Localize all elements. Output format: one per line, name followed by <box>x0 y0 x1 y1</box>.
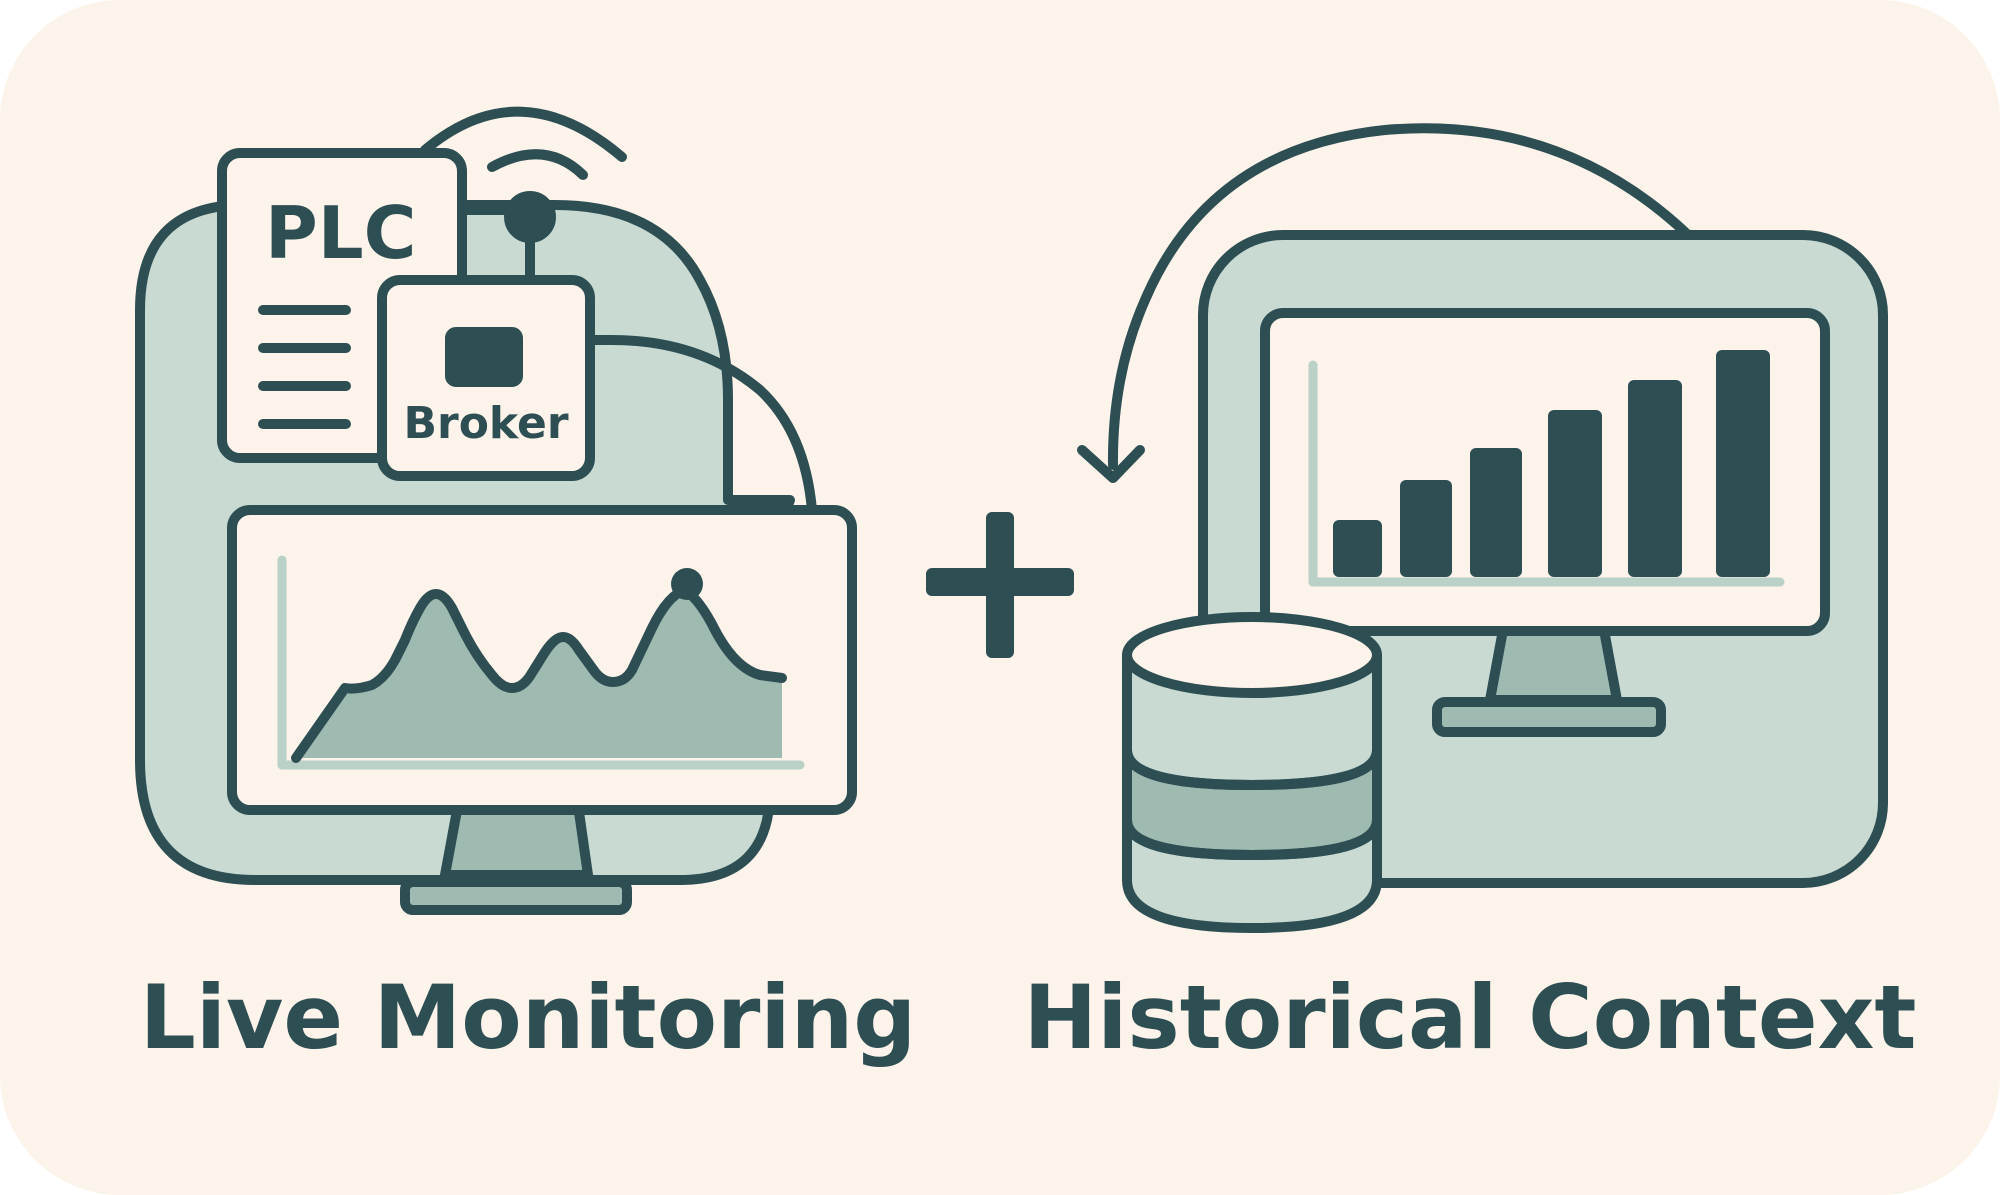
historical-monitor-stand <box>1485 625 1622 705</box>
bar-3 <box>1470 448 1522 577</box>
broker-cable <box>585 335 817 515</box>
area-chart-icon <box>277 555 805 770</box>
database-icon <box>1122 612 1382 933</box>
plus-horizontal-bar <box>926 568 1074 596</box>
broker-label: Broker <box>403 398 568 449</box>
live-monitoring-caption: Live Monitoring <box>140 966 917 1069</box>
live-chart-peak-marker <box>671 568 703 600</box>
live-chart-line <box>291 585 787 763</box>
database-ring-2 <box>1122 815 1382 860</box>
broker-display-icon <box>445 327 523 387</box>
live-monitor-stand <box>440 800 593 880</box>
live-monitor-base <box>400 877 632 915</box>
bar-1 <box>1333 520 1382 577</box>
bar-6 <box>1716 350 1770 577</box>
database-ring-1 <box>1122 745 1382 790</box>
wireless-signal-inner-icon <box>487 149 588 180</box>
plc-label: PLC <box>265 191 417 275</box>
historical-context-caption: Historical Context <box>1024 966 1917 1069</box>
bar-5 <box>1628 380 1682 577</box>
live-chart-area <box>296 590 782 758</box>
network-node-icon <box>504 191 556 243</box>
cycle-arrow-icon <box>1107 123 1691 470</box>
cycle-arrowhead-icon <box>1077 445 1145 483</box>
database-top <box>1122 612 1382 698</box>
plus-sign <box>926 512 1074 658</box>
wireless-signal-icon <box>420 106 627 162</box>
bar-2 <box>1400 480 1452 577</box>
bar-4 <box>1548 410 1602 577</box>
bar-chart-icon <box>1308 350 1785 587</box>
historical-monitor-base <box>1432 697 1666 737</box>
